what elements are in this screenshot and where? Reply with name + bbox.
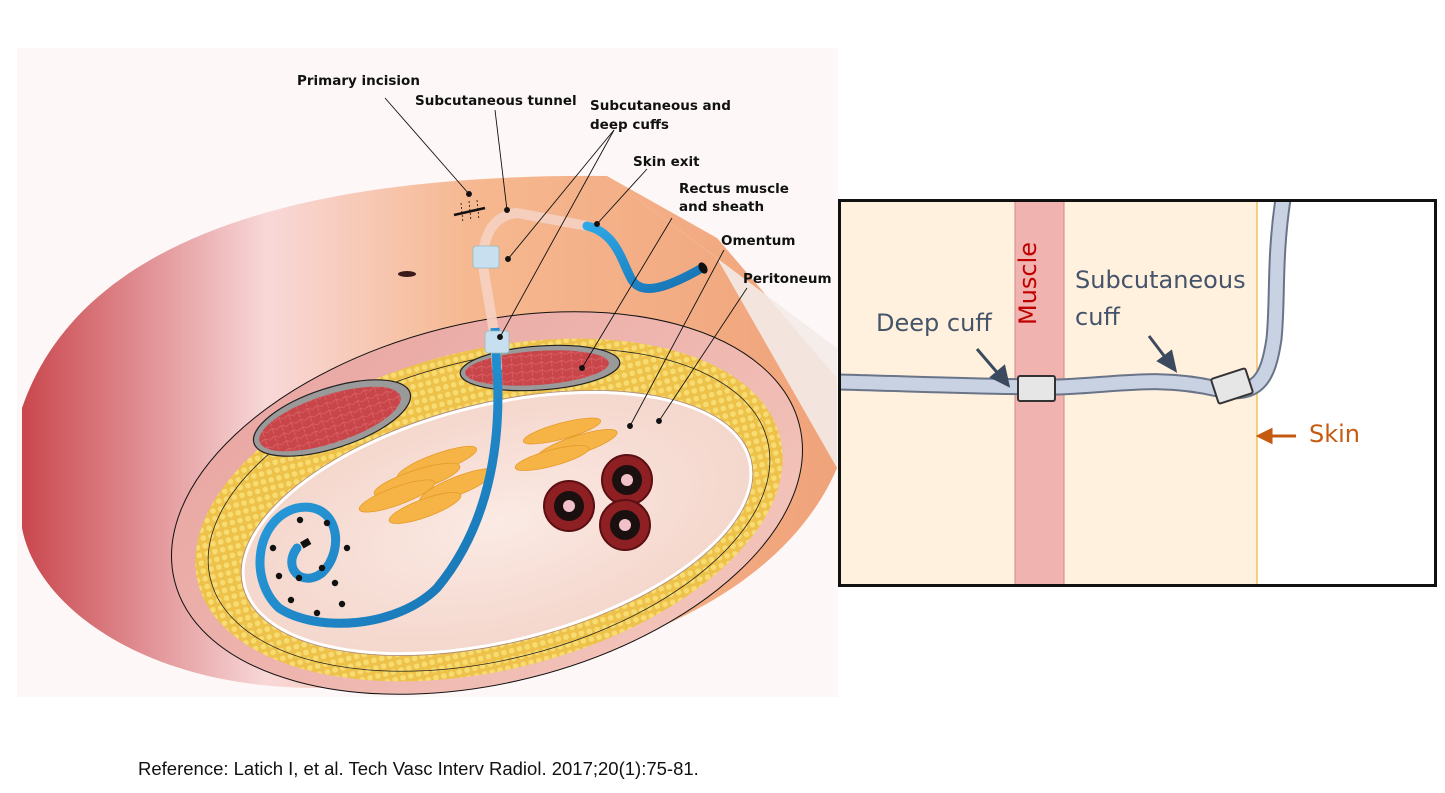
fascia-line: [207, 348, 771, 672]
umbilicus: [398, 271, 416, 277]
cuff-position-schematic: Muscle Deep cuff Subcutaneous cuff Skin: [838, 199, 1437, 587]
deep-cuff: [484, 330, 510, 354]
label-subcutaneous-line1: Subcutaneous: [1075, 266, 1246, 294]
label-primary-incision: Primary incision: [297, 73, 420, 89]
label-muscle: Muscle: [1014, 241, 1042, 325]
bowel-loops: [543, 454, 653, 551]
catheter-tunnel-segment: [478, 207, 592, 373]
catheter-tip: [300, 537, 312, 549]
subcutaneous-cuff: [472, 245, 500, 269]
label-cuffs-line2: deep cuffs: [590, 117, 669, 133]
label-peritoneum: Peritoneum: [743, 271, 832, 287]
label-skin-exit: Skin exit: [633, 154, 700, 170]
primary-incision: [453, 199, 486, 224]
label-subcutaneous-tunnel: Subcutaneous tunnel: [415, 93, 577, 109]
deep-cuff-block: [1017, 375, 1056, 402]
catheter-side-holes: [269, 516, 351, 617]
label-rectus-line2: and sheath: [679, 199, 765, 215]
label-subcutaneous-line2: cuff: [1075, 303, 1120, 331]
omentum: [358, 417, 618, 524]
deep-cuff-arrow: [975, 348, 1011, 388]
peritoneal-catheter-illustration: Primary incision Subcutaneous tunnel Sub…: [17, 48, 838, 697]
skin-side-shade: [607, 176, 837, 468]
catheter-coil: [255, 363, 503, 628]
label-cuffs-line1: Subcutaneous and: [590, 98, 731, 114]
label-rectus-line1: Rectus muscle: [679, 181, 789, 197]
catheter-tube: [838, 199, 1290, 398]
peritoneum-line: [240, 390, 754, 656]
subcutaneous-cuff-block: [1210, 367, 1254, 405]
schematic-canvas: [838, 199, 1437, 587]
catheter-end: [698, 262, 708, 274]
reference-citation: Reference: Latich I, et al. Tech Vasc In…: [138, 758, 699, 779]
label-skin: Skin: [1309, 420, 1361, 448]
catheter-external-segment: [582, 221, 707, 293]
subcutaneous-cuff-arrow: [1147, 335, 1178, 373]
leader-lines: [384, 97, 748, 429]
label-deep-cuff: Deep cuff: [876, 309, 992, 337]
skin-arrow: [1255, 427, 1296, 445]
illustration-canvas: [22, 97, 837, 695]
rectus-muscle-left: [259, 386, 401, 452]
schematic-border: [838, 199, 1437, 587]
label-omentum: Omentum: [721, 233, 796, 249]
